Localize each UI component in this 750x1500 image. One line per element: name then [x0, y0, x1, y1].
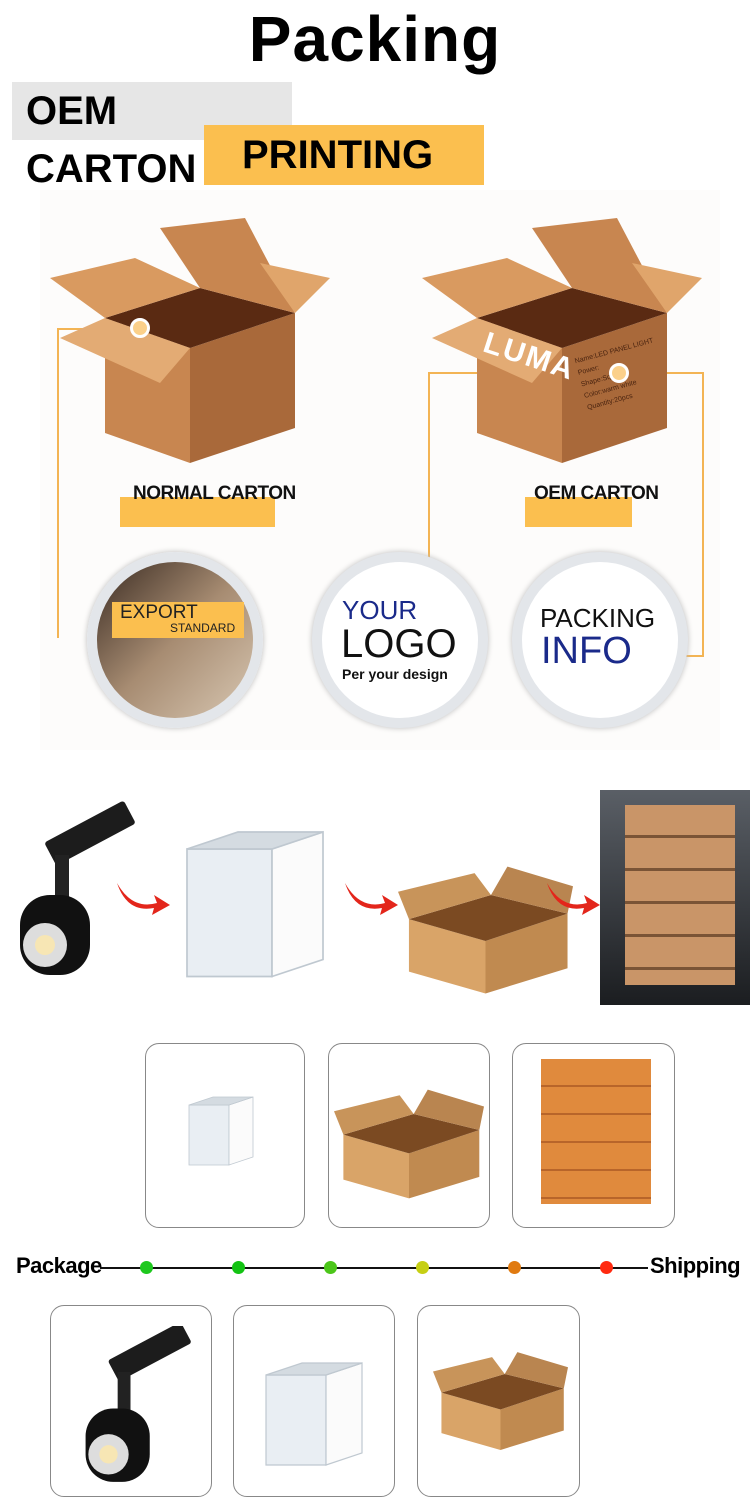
page-title: Packing: [248, 3, 502, 75]
red-arrow-icon: [112, 875, 172, 915]
per-your-design-text: Per your design: [342, 666, 448, 682]
warehouse-photo: [600, 790, 750, 1005]
callout-white-boxes: [233, 1305, 395, 1497]
standard-label: STANDARD: [170, 621, 236, 635]
callout-track-light: [50, 1305, 212, 1497]
kraft-carton-image: [398, 850, 573, 1010]
label-bar: [120, 497, 275, 527]
oem-carton-image: [422, 218, 702, 468]
red-arrow-icon: [340, 875, 400, 915]
timeline-dot: [324, 1261, 337, 1274]
timeline-end-label: Shipping: [650, 1253, 741, 1278]
packing-text: PACKING: [540, 603, 656, 633]
export-label: EXPORT: [120, 602, 198, 623]
export-standard-circle: [87, 552, 263, 728]
timeline-dot: [140, 1261, 153, 1274]
red-arrow-icon: [542, 875, 602, 915]
banner-oem-carton: OEM CARTON: [12, 82, 292, 191]
export-label-bg: [112, 602, 244, 638]
hotspot-dot: [609, 363, 629, 383]
oem-carton-label: OEM CARTON: [534, 483, 659, 504]
timeline-start-label: Package: [16, 1253, 102, 1278]
normal-carton-image: [50, 218, 330, 468]
timeline-dot: [232, 1261, 245, 1274]
callout-white-box: [145, 1043, 305, 1228]
banner-printing: PRINTING: [204, 125, 484, 185]
hotspot-dot: [130, 318, 150, 338]
timeline-line: [100, 1267, 648, 1269]
white-box-image: [170, 815, 340, 985]
timeline-dot: [416, 1261, 429, 1274]
timeline-dot: [508, 1261, 521, 1274]
logo-text: LOGO: [341, 622, 457, 666]
info-text: INFO: [541, 630, 632, 672]
callout-pallet: [512, 1043, 675, 1228]
your-text: YOUR: [342, 595, 418, 625]
timeline-dot: [600, 1261, 613, 1274]
your-logo-circle: [312, 552, 488, 728]
normal-carton-label: NORMAL CARTON: [133, 483, 296, 504]
packing-info-circle: [512, 552, 688, 728]
callout-open-carton: [328, 1043, 490, 1228]
label-bar: [525, 497, 632, 527]
callout-closed-carton: [417, 1305, 580, 1497]
